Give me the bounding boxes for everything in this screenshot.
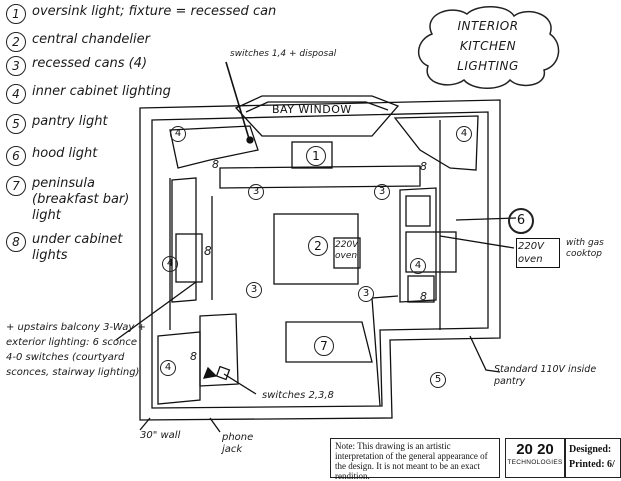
pantry-wall	[371, 295, 399, 407]
marker-3-c: 3	[246, 282, 262, 298]
legend-text: inner cabinet lighting	[32, 84, 171, 99]
marker-8-b: 8	[212, 158, 219, 171]
title-block: INTERIOR KITCHEN LIGHTING	[426, 16, 550, 76]
marker-5: 5	[430, 372, 446, 388]
marker-4-a: 4	[170, 126, 186, 142]
legend-number: 1	[6, 4, 26, 24]
legend-item: 7 peninsula (breakfast bar) light	[6, 176, 146, 224]
legend-text: peninsula (breakfast bar) light	[32, 176, 130, 223]
title-cloud	[418, 6, 560, 89]
legend-number: 4	[6, 84, 26, 104]
legend-text: central chandelier	[32, 32, 150, 47]
legend-number: 8	[6, 232, 26, 252]
island-oven-label: 220V oven	[335, 240, 359, 261]
title-line: KITCHEN	[459, 39, 517, 53]
side-oven-label: 220V oven	[516, 238, 560, 268]
legend-item: 2 central chandelier	[6, 32, 150, 52]
bay-window-sill	[245, 101, 389, 113]
switches-top-label: switches 1,4 + disposal	[230, 49, 337, 59]
logo-mark: 20 20	[516, 441, 554, 458]
marker-1: 1	[306, 146, 326, 166]
logo-text: TECHNOLOGIES	[507, 459, 563, 466]
legend-item: 6 hood light	[6, 146, 97, 166]
marker-3-b: 3	[374, 184, 390, 200]
legend-item: 5 pantry light	[6, 114, 108, 134]
counter-top-right	[393, 115, 479, 171]
left-cabinet-door	[175, 233, 203, 283]
marker-6: 6	[508, 208, 534, 234]
marker-8-d: 8	[420, 160, 427, 173]
bottom-left-cabinets-2	[199, 313, 239, 387]
disclaimer-note: Note: This drawing is an artistic interp…	[330, 438, 500, 481]
outer-wall	[139, 99, 501, 421]
legend-number: 5	[6, 114, 26, 134]
gas-cooktop-label: with gas cooktop	[566, 238, 604, 259]
phone-jack-label: phone jack	[222, 432, 254, 455]
legend-number: 2	[6, 32, 26, 52]
legend-text: hood light	[32, 146, 98, 161]
marker-4-d: 4	[410, 258, 426, 274]
marker-2: 2	[308, 236, 328, 256]
marker-4-c: 4	[162, 256, 178, 272]
marker-8-c: 8	[420, 290, 427, 303]
marker-8-a: 8	[204, 244, 212, 258]
range-hood	[405, 231, 457, 273]
peninsula	[285, 321, 373, 363]
legend-item: 1 oversink light; fixture = recessed can	[6, 4, 276, 24]
bottom-left-cabinets	[157, 331, 201, 405]
legend-text: recessed cans (4)	[32, 56, 148, 71]
legend-text: pantry light	[32, 114, 108, 129]
legend-item: 8 under cabinet lights	[6, 232, 146, 264]
inner-wall	[151, 111, 489, 409]
right-cabinets	[399, 187, 437, 303]
legend-item: 3 recessed cans (4)	[6, 56, 147, 76]
switches-bottom-label: switches 2,3,8	[262, 390, 334, 401]
counter-top-left	[169, 125, 259, 169]
bay-window-label: BAY WINDOW	[272, 103, 352, 116]
upper-cabinet-run	[219, 165, 421, 189]
legend-text: under cabinet lights	[32, 232, 123, 263]
marker-4-e: 4	[160, 360, 176, 376]
sink	[291, 141, 333, 169]
marker-3-a: 3	[248, 184, 264, 200]
title-line: LIGHTING	[457, 59, 519, 73]
right-upper-cab	[405, 195, 431, 227]
marker-3-d: 3	[358, 286, 374, 302]
legend-item: 4 inner cabinet lighting	[6, 84, 171, 104]
legend-text: oversink light; fixture = recessed can	[32, 4, 277, 19]
legend-number: 6	[6, 146, 26, 166]
title-block-fields: Designed: Printed: 6/	[565, 438, 621, 478]
designed-field-label: Designed:	[569, 444, 612, 455]
marker-7: 7	[314, 336, 334, 356]
marker-4-b: 4	[456, 126, 472, 142]
wall-dimension-label: 30" wall	[140, 430, 181, 441]
marker-8-e: 8	[190, 350, 197, 363]
island-oven	[333, 237, 361, 269]
legend-number: 3	[6, 56, 26, 76]
pantry-note-label: Standard 110V inside pantry	[494, 364, 597, 387]
island	[273, 213, 359, 285]
title-line: INTERIOR	[457, 19, 519, 33]
bay-window	[234, 95, 400, 137]
left-notes-label: + upstairs balcony 3-Way + exterior ligh…	[6, 322, 146, 378]
company-logo: 20 20 TECHNOLOGIES	[505, 438, 565, 478]
printed-field-label: Printed: 6/	[569, 459, 615, 470]
right-lower-cab	[407, 275, 435, 303]
legend-number: 7	[6, 176, 26, 196]
